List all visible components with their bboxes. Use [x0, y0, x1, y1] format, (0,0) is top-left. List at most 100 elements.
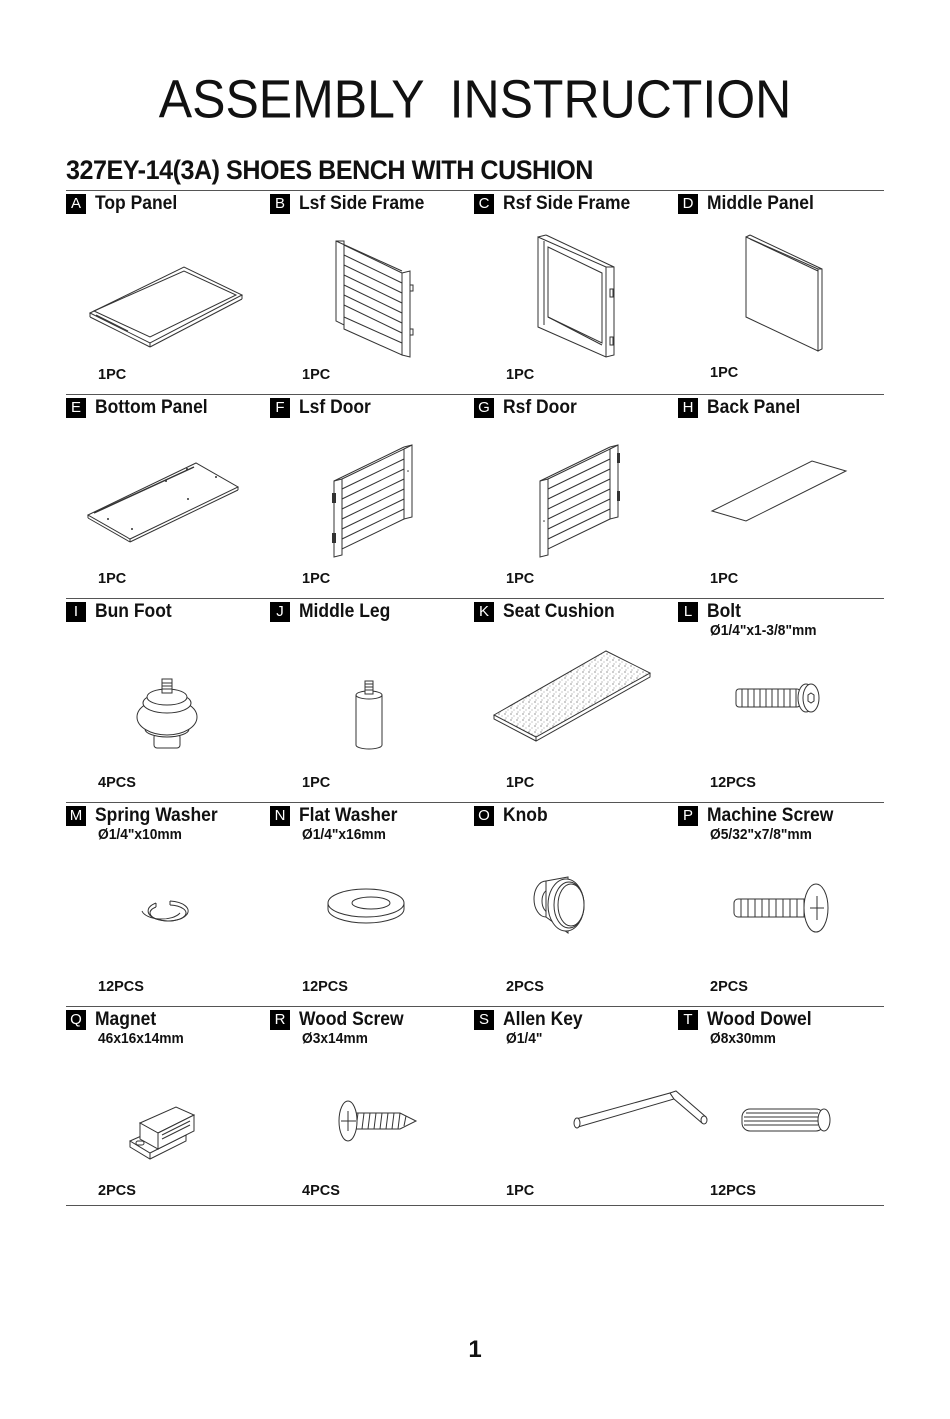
part-letter-badge: N	[270, 806, 290, 826]
flat-washer-icon	[270, 833, 474, 978]
part-letter-badge: M	[66, 806, 86, 826]
part-item: G Rsf Door 1PC	[474, 395, 678, 598]
part-spec: Ø1/4"x1-3/8"mm	[710, 623, 817, 639]
top-panel-icon	[66, 221, 270, 366]
parts-row: Q Magnet 46x16x14mm 2PCS R Wood Screw Ø3x1…	[66, 1006, 884, 1210]
part-quantity: 2PCS	[710, 979, 748, 995]
part-name: Bolt	[707, 601, 741, 622]
part-item: O Knob 2PCS	[474, 803, 678, 1006]
part-name: Seat Cushion	[503, 601, 615, 622]
part-quantity: 1PC	[302, 571, 331, 587]
part-quantity: 1PC	[710, 571, 739, 587]
part-name: Rsf Door	[503, 397, 577, 418]
part-name: Top Panel	[95, 193, 178, 214]
part-quantity: 4PCS	[302, 1183, 340, 1199]
part-name: Bottom Panel	[95, 397, 208, 418]
part-spec: Ø3x14mm	[302, 1031, 368, 1047]
bottom-divider	[66, 1205, 884, 1206]
part-name: Middle Panel	[707, 193, 814, 214]
part-spec: Ø1/4"	[506, 1031, 543, 1047]
part-letter-badge: B	[270, 194, 290, 214]
part-quantity: 1PC	[506, 367, 535, 383]
part-item: E Bottom Panel 1PC	[66, 395, 270, 598]
part-letter-badge: P	[678, 806, 698, 826]
part-letter-badge: C	[474, 194, 494, 214]
part-quantity: 1PC	[302, 367, 331, 383]
part-name: Wood Dowel	[707, 1009, 812, 1030]
part-quantity: 4PCS	[98, 775, 136, 791]
part-letter-badge: A	[66, 194, 86, 214]
machine-screw-icon	[678, 833, 882, 978]
lsf-door-icon	[270, 425, 474, 570]
part-name: Spring Washer	[95, 805, 218, 826]
part-quantity: 2PCS	[98, 1183, 136, 1199]
spring-washer-icon	[66, 833, 270, 978]
part-letter-badge: S	[474, 1010, 494, 1030]
part-item: A Top Panel 1PC	[66, 191, 270, 394]
part-quantity: 12PCS	[710, 1183, 756, 1199]
rsf-door-icon	[474, 425, 678, 570]
part-name: Allen Key	[503, 1009, 583, 1030]
part-item: Q Magnet 46x16x14mm 2PCS	[66, 1007, 270, 1210]
part-name: Magnet	[95, 1009, 157, 1030]
part-letter-badge: K	[474, 602, 494, 622]
back-panel-icon	[678, 425, 882, 570]
part-item: S Allen Key Ø1/4" 1PC	[474, 1007, 708, 1210]
page-title: ASSEMBLY INSTRUCTION	[158, 68, 792, 130]
part-spec: Ø5/32"x7/8"mm	[710, 827, 812, 843]
part-letter-badge: L	[678, 602, 698, 622]
part-letter-badge: O	[474, 806, 494, 826]
part-quantity: 12PCS	[98, 979, 144, 995]
parts-row: A Top Panel 1PC B Lsf Side Frame	[66, 190, 884, 394]
part-letter-badge: J	[270, 602, 290, 622]
part-quantity: 12PCS	[302, 979, 348, 995]
part-letter-badge: R	[270, 1010, 290, 1030]
bottom-panel-icon	[66, 425, 270, 570]
part-letter-badge: T	[678, 1010, 698, 1030]
middle-panel-icon	[678, 221, 882, 366]
part-letter-badge: F	[270, 398, 290, 418]
rsf-side-frame-icon	[474, 221, 678, 366]
part-name: Knob	[503, 805, 548, 826]
part-quantity: 1PC	[506, 571, 535, 587]
part-quantity: 1PC	[710, 365, 739, 381]
part-quantity: 1PC	[302, 775, 331, 791]
part-quantity: 2PCS	[506, 979, 544, 995]
middle-leg-icon	[270, 629, 474, 774]
part-letter-badge: E	[66, 398, 86, 418]
part-spec: 46x16x14mm	[98, 1031, 184, 1047]
part-letter-badge: Q	[66, 1010, 86, 1030]
part-name: Middle Leg	[299, 601, 391, 622]
part-name: Lsf Side Frame	[299, 193, 425, 214]
part-spec: Ø8x30mm	[710, 1031, 776, 1047]
part-letter-badge: H	[678, 398, 698, 418]
part-item: K Seat Cushion 1PC	[474, 599, 678, 802]
wood-screw-icon	[270, 1037, 474, 1182]
part-name: Bun Foot	[95, 601, 172, 622]
bolt-icon	[678, 629, 882, 774]
part-quantity: 1PC	[506, 775, 535, 791]
part-quantity: 12PCS	[710, 775, 756, 791]
part-quantity: 1PC	[506, 1183, 535, 1199]
part-spec: Ø1/4"x16mm	[302, 827, 386, 843]
product-subtitle: 327EY-14(3A) SHOES BENCH WITH CUSHION	[66, 155, 593, 185]
part-item: J Middle Leg 1PC	[270, 599, 474, 802]
page-number: 1	[468, 1336, 482, 1363]
part-quantity: 1PC	[98, 367, 127, 383]
knob-icon	[474, 833, 678, 978]
seat-cushion-icon	[474, 629, 678, 774]
part-letter-badge: G	[474, 398, 494, 418]
part-name: Wood Screw	[299, 1009, 404, 1030]
part-quantity: 1PC	[98, 571, 127, 587]
parts-list: A Top Panel 1PC B Lsf Side Frame	[66, 190, 884, 1210]
part-item: T Wood Dowel Ø8x30mm 12PCS	[678, 1007, 882, 1210]
